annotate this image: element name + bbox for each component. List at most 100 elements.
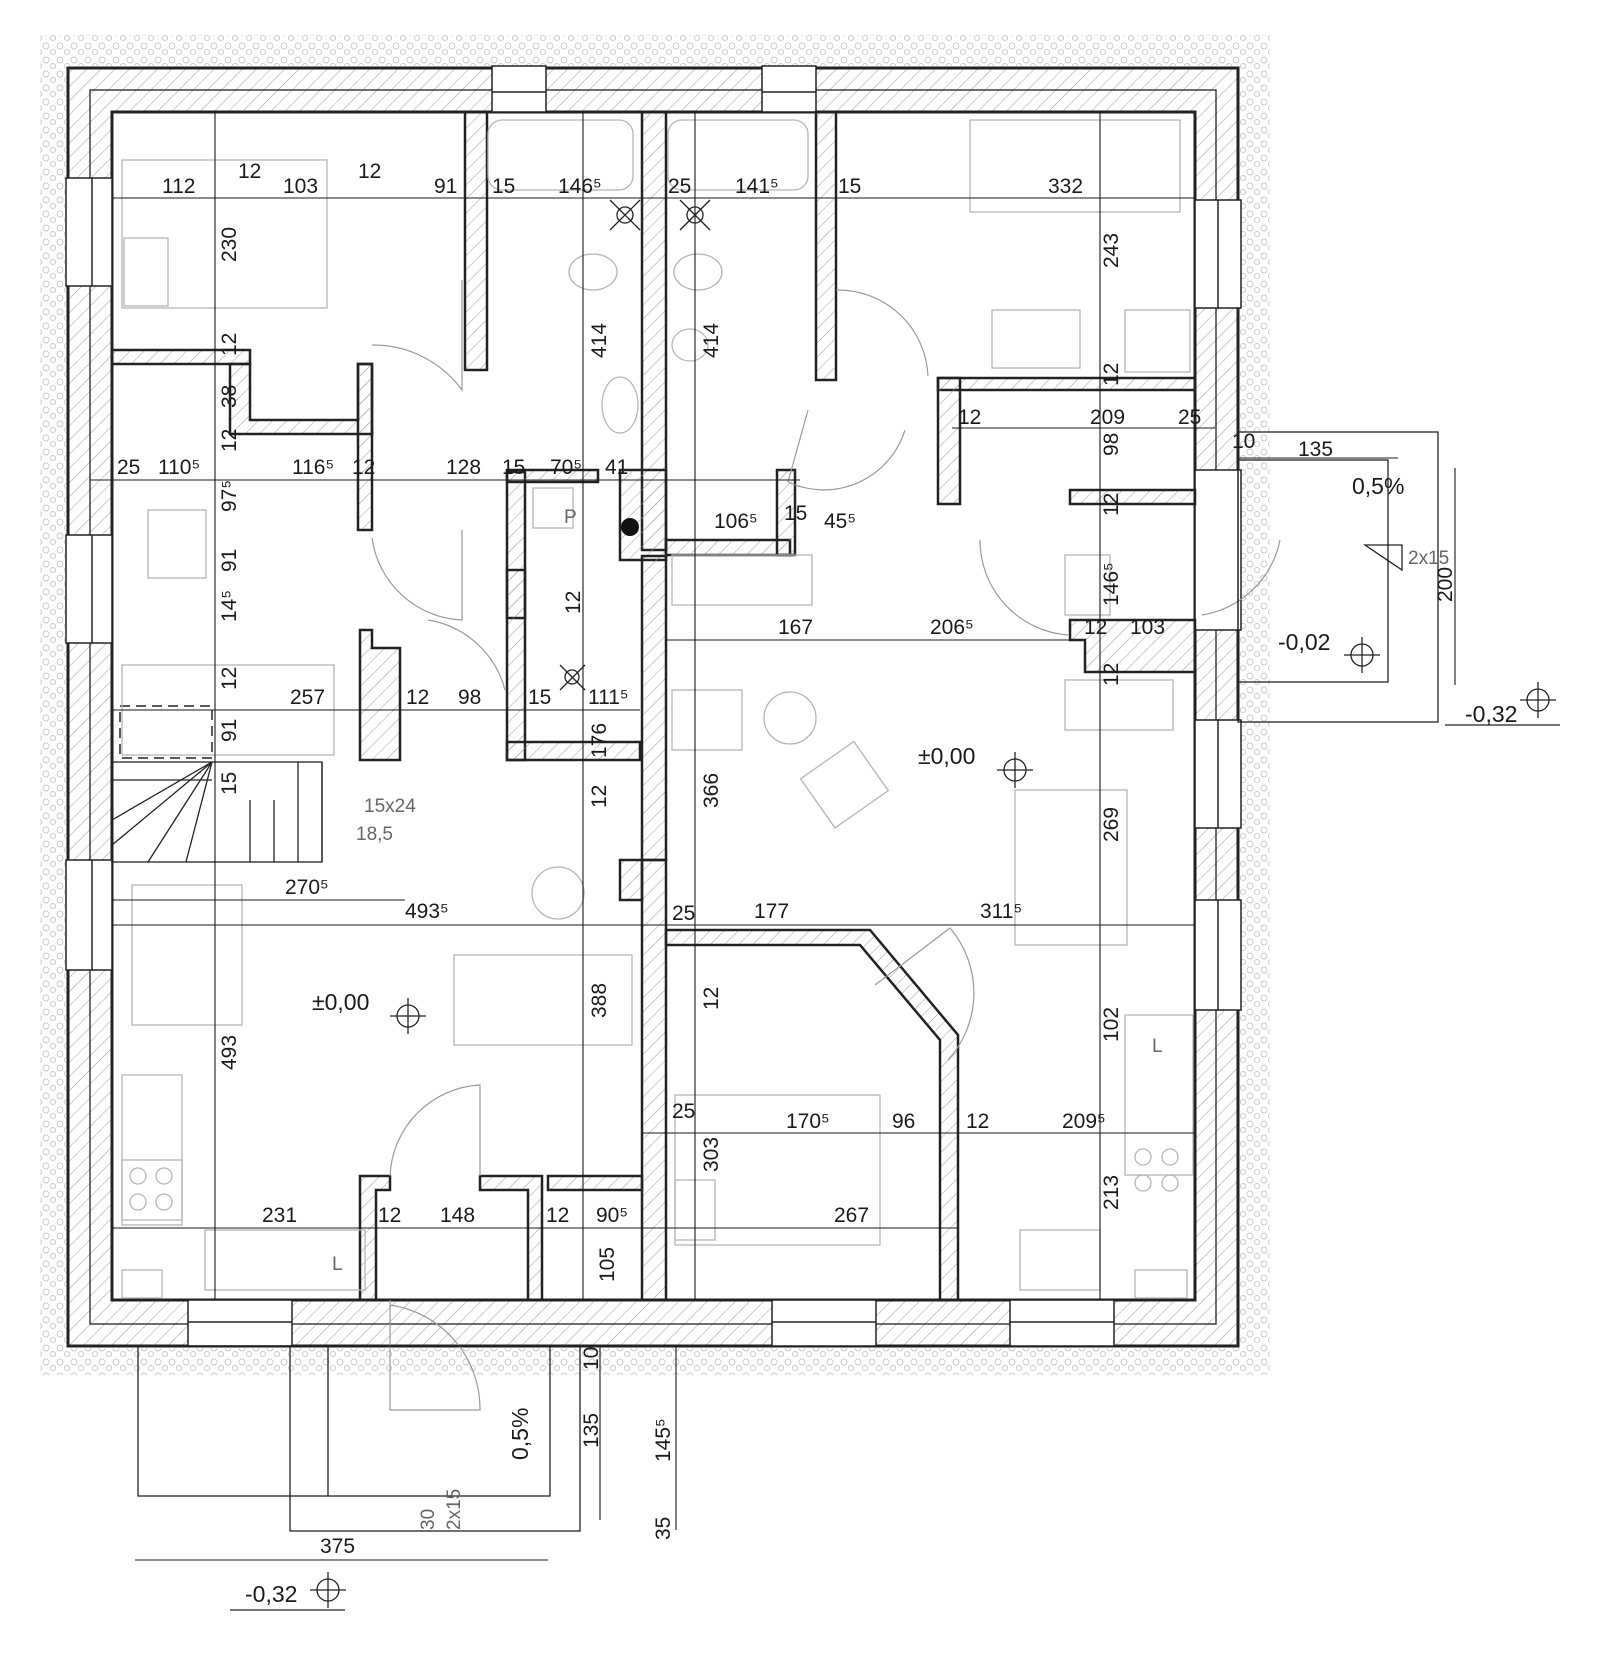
dim-top-8: 25	[668, 175, 691, 198]
dim-row2-3: 116⁵	[292, 456, 334, 479]
dim-v-11: 414	[588, 323, 611, 358]
dim-row2-4: 12	[352, 456, 375, 479]
dim-v-29: 213	[1100, 1175, 1123, 1210]
dim-stair-3: 25	[672, 902, 695, 925]
dim-v-25: 102	[1100, 1007, 1123, 1042]
dim-bottom-1: 25	[672, 1100, 695, 1123]
dim-top-1: 112	[162, 175, 195, 198]
dim-v-32: 10	[580, 1347, 603, 1370]
dim-v-6: 91	[218, 549, 241, 572]
dim-mid-2: 12	[406, 686, 429, 709]
front-width: 375	[320, 1535, 355, 1558]
stair-rise: 18,5	[356, 824, 393, 845]
dim-mid-1: 257	[290, 686, 325, 709]
dim-mid-9: 103	[1130, 616, 1165, 639]
dim-v-3: 38	[218, 385, 241, 408]
parking-marker: P	[564, 507, 577, 528]
dim-base-2: 12	[378, 1204, 401, 1227]
dim-room-5: 135	[1298, 438, 1333, 461]
dim-v-12: 414	[700, 323, 723, 358]
dim-mid-7: 206⁵	[930, 616, 974, 639]
dim-v-23: 269	[1100, 807, 1123, 842]
dim-v-36: 30	[418, 1509, 439, 1530]
level-dining: ±0,00	[918, 743, 975, 769]
dim-mid-6: 167	[778, 616, 813, 639]
dim-bottom-5: 209⁵	[1062, 1110, 1106, 1133]
dim-v-31: 200	[1434, 567, 1457, 602]
level-markers	[230, 637, 1560, 1611]
dim-mid-5: 111⁵	[588, 686, 629, 709]
stair-size: 15x24	[364, 796, 416, 817]
dim-top-7: 146⁵	[558, 175, 602, 198]
dim-row2-5: 128	[446, 456, 481, 479]
dim-room-4: 10	[1232, 430, 1255, 453]
step-label-right: 2x15	[1408, 548, 1449, 569]
dim-row2-10: 15	[784, 502, 807, 525]
step-label-front: 2x15	[444, 1489, 465, 1530]
dim-mid-3: 98	[458, 686, 481, 709]
dim-v-14: 12	[1100, 363, 1123, 386]
dim-v-7: 14⁵	[218, 590, 241, 622]
dim-stair-2: 493⁵	[405, 900, 449, 923]
dim-v-21: 12	[588, 785, 611, 808]
dim-bottom-4: 12	[966, 1110, 989, 1133]
dim-v-10: 15	[218, 772, 241, 795]
dim-v-27: 493	[218, 1035, 241, 1070]
dim-row2-11: 45⁵	[824, 510, 856, 533]
dim-base-4: 12	[546, 1204, 569, 1227]
dim-base-6: 267	[834, 1204, 869, 1227]
installations	[559, 199, 1403, 691]
dim-v-26: 388	[588, 983, 611, 1018]
dim-row2-7: 70⁵	[550, 456, 582, 479]
level-terrace: -0,02	[1278, 629, 1330, 655]
fridge-marker-left: L	[332, 1254, 343, 1275]
dim-v-2: 12	[218, 333, 241, 356]
dim-row2-6: 15	[502, 456, 525, 479]
dim-v-13: 243	[1100, 233, 1123, 268]
dim-room-2: 209	[1090, 406, 1125, 429]
dim-v-35: 35	[652, 1517, 675, 1540]
level-ground-front: -0,32	[245, 1581, 297, 1607]
dim-room-3: 25	[1178, 406, 1201, 429]
dim-top-3: 103	[283, 175, 318, 198]
dim-v-22: 366	[700, 773, 723, 808]
dim-v-24: 12	[700, 987, 723, 1010]
dim-top-11: 332	[1048, 175, 1083, 198]
dim-room-1: 12	[958, 406, 981, 429]
dim-base-3: 148	[440, 1204, 475, 1227]
dim-v-15: 98	[1100, 433, 1123, 456]
dim-v-9: 91	[218, 719, 241, 742]
dim-mid-8: 12	[1084, 616, 1107, 639]
dim-v-34: 145⁵	[652, 1418, 675, 1462]
dim-row2-1: 25	[117, 456, 140, 479]
dim-top-10: 15	[838, 175, 861, 198]
dim-top-9: 141⁵	[735, 175, 779, 198]
dim-stair-1: 270⁵	[285, 876, 329, 899]
dimension-lines	[90, 112, 1456, 1561]
dim-v-20: 176	[588, 723, 611, 758]
fridge-marker-right: L	[1152, 1036, 1163, 1057]
dim-top-2: 12	[238, 160, 261, 183]
dim-v-16: 12	[1100, 493, 1123, 516]
terraces	[137, 431, 1439, 1532]
dim-v-4: 12	[218, 429, 241, 452]
staircase	[111, 705, 323, 863]
dim-row2-8: 41	[605, 456, 628, 479]
dim-v-8: 12	[218, 667, 241, 690]
dim-stair-4: 177	[754, 900, 789, 923]
windows	[65, 65, 1242, 1347]
dim-mid-4: 15	[528, 686, 551, 709]
dim-v-19: 12	[562, 591, 585, 614]
dim-base-1: 231	[262, 1204, 297, 1227]
dimension-labels: 112 12 103 12 91 15 146⁵ 25 141⁵ 15 332 …	[117, 160, 1457, 1540]
dim-base-5: 90⁵	[596, 1204, 628, 1227]
dim-row2-2: 110⁵	[158, 456, 200, 479]
slope-front: 0,5%	[507, 1408, 533, 1460]
level-ground-right: -0,32	[1465, 701, 1517, 727]
dim-top-5: 91	[434, 175, 457, 198]
dim-row2-9: 106⁵	[714, 510, 758, 533]
doors	[371, 280, 1281, 1411]
dim-v-1: 230	[218, 227, 241, 262]
dim-top-4: 12	[358, 160, 381, 183]
